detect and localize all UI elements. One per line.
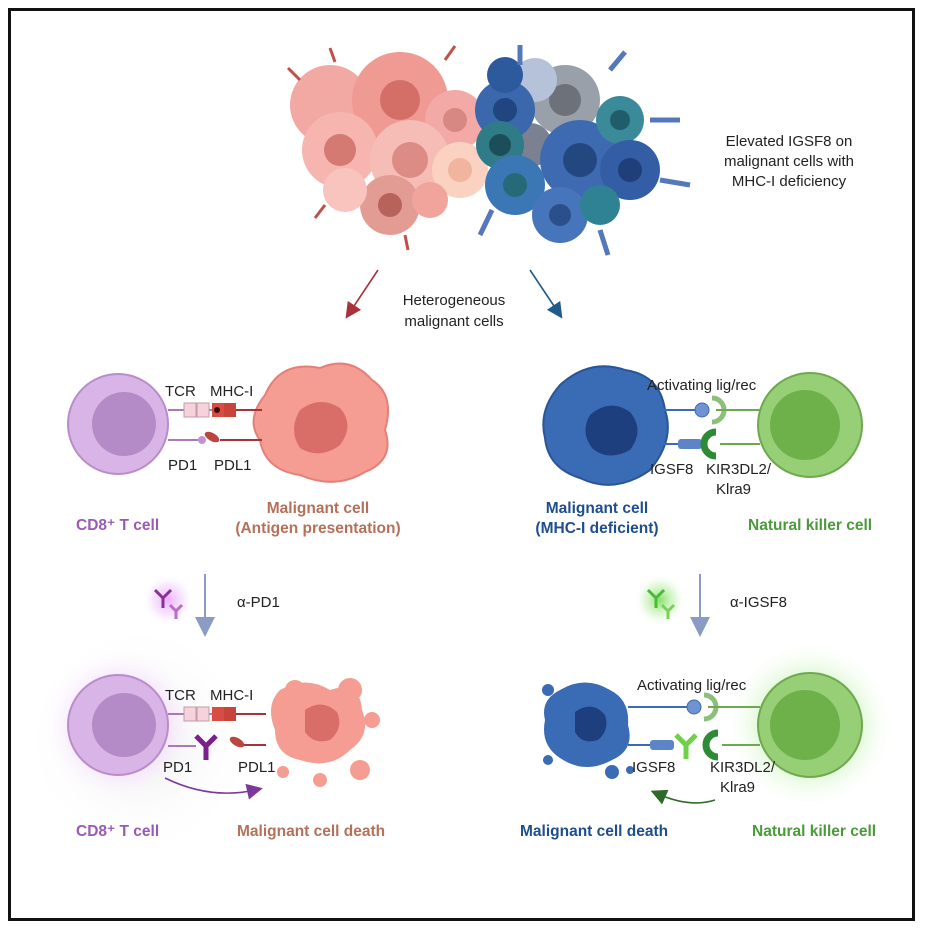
igsf8-pair-top (660, 428, 760, 460)
left-treatment-label: α-PD1 (237, 594, 280, 611)
header-note-line-2: malignant cells with (724, 153, 854, 170)
kir-label-bottom-line-1: KIR3DL2/ (710, 759, 776, 776)
nk-cell-top (757, 372, 863, 478)
dying-malignant-pink (271, 678, 380, 787)
dying-malignant-blue (542, 682, 634, 779)
tcell-title-bottom: CD8⁺ T cell (76, 823, 159, 840)
tcell-title-top: CD8⁺ T cell (76, 517, 159, 534)
pd1-label-bottom: PD1 (163, 759, 192, 776)
split-label-line-1: Heterogeneous (403, 292, 506, 309)
tcell-bottom (67, 674, 169, 776)
kir-label-bottom-line-2: Klra9 (720, 779, 755, 796)
nk-title-bottom: Natural killer cell (752, 823, 876, 840)
nk-title-top: Natural killer cell (748, 517, 872, 534)
mhc-label-bottom: MHC-I (210, 687, 253, 704)
split-arrow-right (529, 269, 563, 319)
split-arrow-left (345, 269, 379, 319)
tcr-mhc-complex-top (168, 402, 262, 444)
pdl1-label-bottom: PDL1 (238, 759, 276, 776)
igsf8-label-bottom: IGSF8 (632, 759, 675, 776)
tcr-label-top: TCR (165, 383, 196, 400)
antibody-pd1-icon (142, 574, 194, 626)
antibody-igsf8-icon (634, 574, 686, 626)
malignant-blue-title-line-1: Malignant cell (546, 500, 649, 517)
kill-arrow-left (164, 777, 263, 800)
header-note-line-3: MHC-I deficiency (732, 173, 847, 190)
igsf8-pair-bottom (628, 729, 760, 761)
death-title-right: Malignant cell death (520, 823, 668, 840)
pdl1-label-top: PDL1 (214, 457, 252, 474)
mhc-label-top: MHC-I (210, 383, 253, 400)
activating-label-top: Activating lig/rec (647, 377, 757, 394)
nk-cell-bottom (757, 672, 863, 778)
malignant-blue-title-line-2: (MHC-I deficient) (535, 520, 658, 537)
tcr-mhc-complex-bottom (168, 706, 266, 760)
tcr-label-bottom: TCR (165, 687, 196, 704)
tumor-cluster-illustration (286, 45, 691, 256)
activating-pair-top (660, 395, 760, 425)
kir-label-top-line-2: Klra9 (716, 481, 751, 498)
malignant-cell-blue-top (542, 365, 669, 486)
malignant-cell-top (252, 362, 389, 483)
split-label-line-2: malignant cells (404, 313, 503, 330)
pd1-label-top: PD1 (168, 457, 197, 474)
death-title-left: Malignant cell death (237, 823, 385, 840)
right-treatment-label: α-IGSF8 (730, 594, 787, 611)
kir-label-top-line-1: KIR3DL2/ (706, 461, 772, 478)
malignant-title-top-line-1: Malignant cell (267, 500, 370, 517)
kill-arrow-right (650, 789, 716, 805)
malignant-title-top-line-2: (Antigen presentation) (235, 520, 400, 537)
activating-label-bottom: Activating lig/rec (637, 677, 747, 694)
header-note-line-1: Elevated IGSF8 on (726, 133, 853, 150)
tcell-top (67, 373, 169, 475)
activating-pair-bottom (628, 692, 760, 722)
igsf8-label-top: IGSF8 (650, 461, 693, 478)
